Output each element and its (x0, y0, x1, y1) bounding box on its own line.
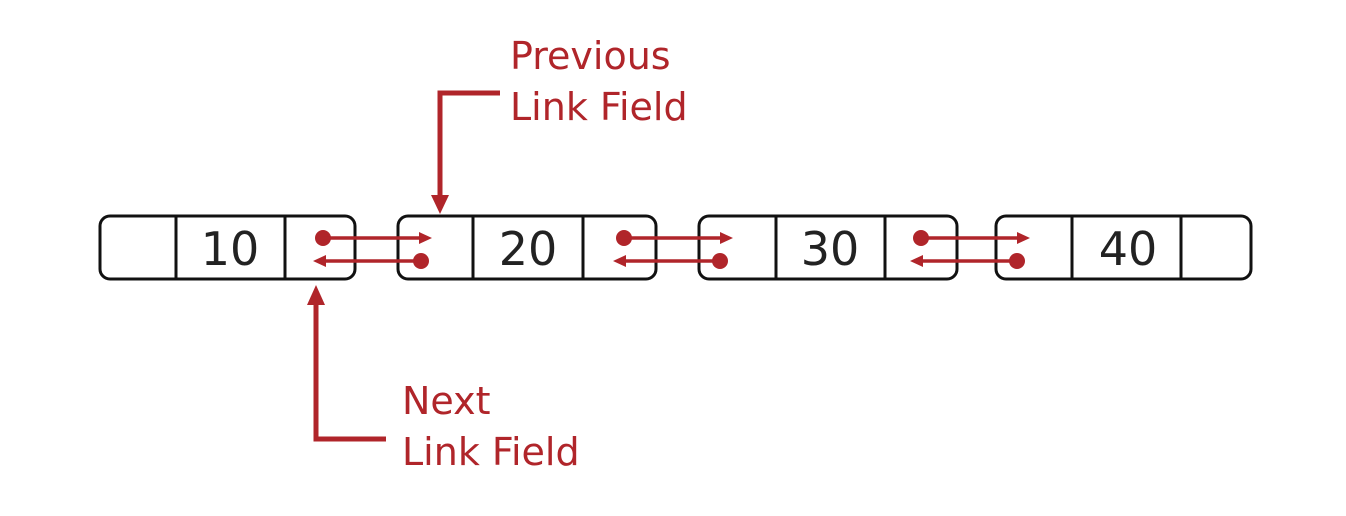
next-link-callout: Next Link Field (307, 285, 580, 474)
prev-pointer-arrowhead-3 (613, 255, 626, 267)
node-3: 30 (697, 214, 959, 281)
node-1-box (98, 214, 357, 281)
node-3-box (697, 214, 959, 281)
node-4-box (994, 214, 1253, 281)
next-pointer-arrowhead-1 (419, 232, 432, 244)
node-2-box (396, 214, 658, 281)
next-pointer-arrowhead-2 (720, 232, 733, 244)
node-3-value: 30 (801, 222, 860, 276)
previous-link-label-line1: Previous (510, 34, 671, 78)
node-1-value: 10 (201, 222, 260, 276)
node-2-value: 20 (499, 222, 558, 276)
next-link-label-line1: Next (402, 379, 491, 423)
node-4: 40 (994, 214, 1253, 281)
node-4-value: 40 (1099, 222, 1158, 276)
link-3-4 (910, 230, 1030, 269)
previous-link-callout: Previous Link Field (431, 34, 688, 214)
prev-pointer-arrowhead-2 (313, 255, 326, 267)
next-link-label-line2: Link Field (402, 430, 580, 474)
link-1-2 (313, 230, 432, 269)
node-1: 10 (98, 214, 357, 281)
next-link-callout-line (313, 302, 386, 442)
next-pointer-arrowhead-3 (1017, 232, 1030, 244)
next-link-callout-arrowhead (307, 285, 325, 305)
previous-link-callout-arrowhead (431, 195, 449, 214)
link-2-3 (613, 230, 733, 269)
prev-pointer-arrowhead-4 (910, 255, 923, 267)
node-2: 20 (396, 214, 658, 281)
previous-link-label-line2: Link Field (510, 85, 688, 129)
previous-link-callout-line (437, 90, 500, 198)
